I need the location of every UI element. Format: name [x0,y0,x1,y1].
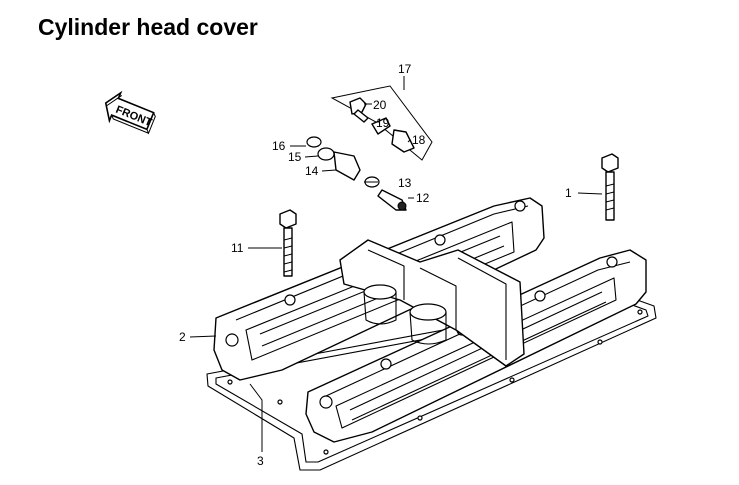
central-bridge [339,239,525,367]
bolt-1 [601,153,619,221]
callout-20: 20 [373,98,387,112]
callout-11: 11 [231,241,244,255]
callout-16: 16 [272,139,286,153]
bolt-11 [279,209,297,277]
callout-13: 13 [398,176,412,190]
front-arrow: FRONT [104,90,156,135]
callout-19: 19 [376,116,390,130]
leader-lines [189,76,603,452]
diagram-title: Cylinder head cover [38,14,258,40]
callout-3: 3 [257,454,264,468]
callout-17: 17 [398,62,412,76]
callout-12: 12 [416,191,430,205]
callout-2: 2 [179,330,186,344]
breather-assembly [306,85,433,211]
gasket-holes [227,309,643,455]
callout-15: 15 [288,150,302,164]
callout-1: 1 [565,186,572,200]
callout-18: 18 [412,133,426,147]
callout-14: 14 [305,164,319,178]
